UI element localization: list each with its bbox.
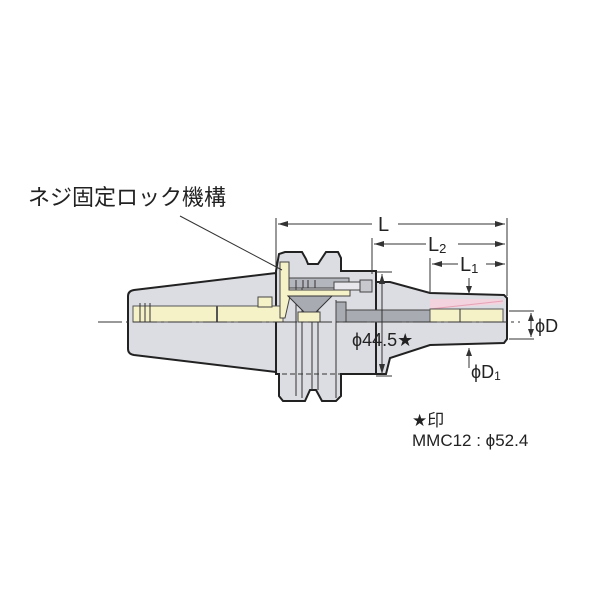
neck: [375, 281, 508, 375]
mechanism-label: ネジ固定ロック機構: [28, 185, 226, 210]
svg-text:L: L: [378, 214, 389, 236]
footnote-line: MMC12 : ϕ52.4: [412, 431, 528, 450]
svg-text:L1: L1: [460, 254, 478, 276]
dimension-L2: L2: [371, 234, 505, 274]
footnote: ★印 MMC12 : ϕ52.4: [412, 411, 528, 450]
dimension-phiD: ϕD: [509, 310, 558, 340]
svg-text:L2: L2: [428, 234, 446, 256]
mechanism-leader-line: [179, 215, 283, 271]
footnote-title: ★印: [412, 411, 444, 430]
svg-text:ϕD1: ϕD1: [471, 362, 501, 383]
flange: [275, 251, 377, 402]
dimension-L: L: [275, 214, 508, 296]
svg-text:ϕ44.5★: ϕ44.5★: [352, 330, 413, 350]
svg-text:ϕD: ϕD: [535, 316, 558, 336]
dimension-phiD1: ϕD1: [466, 278, 501, 383]
dimension-L1: L1: [429, 254, 505, 293]
dimension-phi44: ϕ44.5★: [352, 271, 413, 377]
